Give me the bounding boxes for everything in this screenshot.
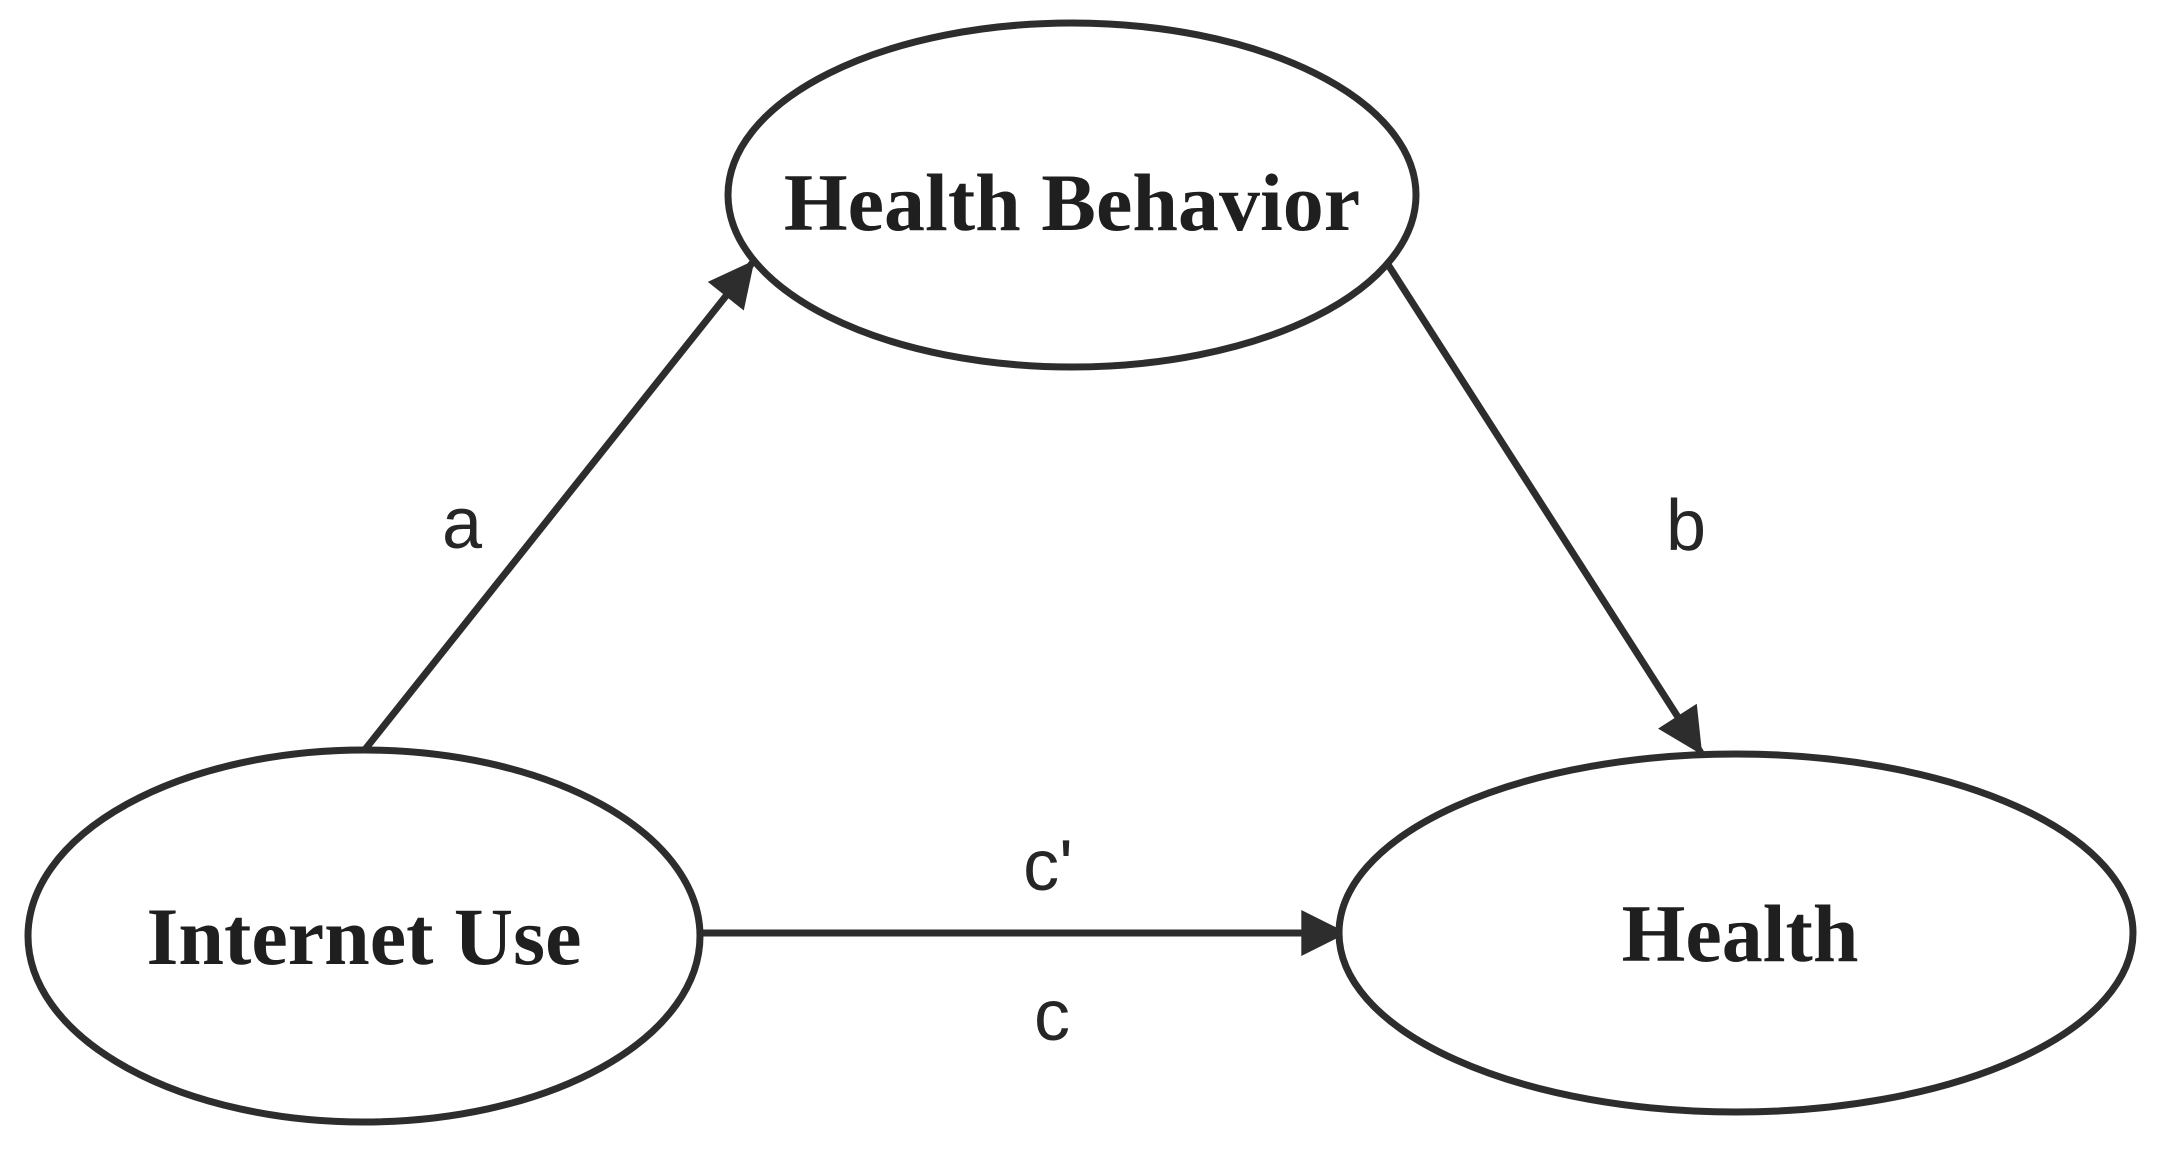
- mediator-node-label: Health Behavior: [784, 157, 1360, 248]
- path-a-arrow: [360, 259, 756, 755]
- path-c-prime-label: c': [1023, 826, 1073, 906]
- path-b-arrow: [1384, 261, 1704, 755]
- path-b-label: b: [1666, 486, 1706, 566]
- path-a-label: a: [442, 484, 483, 564]
- mediator-node-ellipse: [724, 19, 1420, 371]
- predictor-node-label: Internet Use: [147, 891, 582, 982]
- outcome-node-label: Health: [1622, 888, 1859, 979]
- outcome-node-ellipse: [1335, 750, 2137, 1116]
- path-c-label: c: [1034, 976, 1070, 1056]
- predictor-node-ellipse: [24, 746, 704, 1126]
